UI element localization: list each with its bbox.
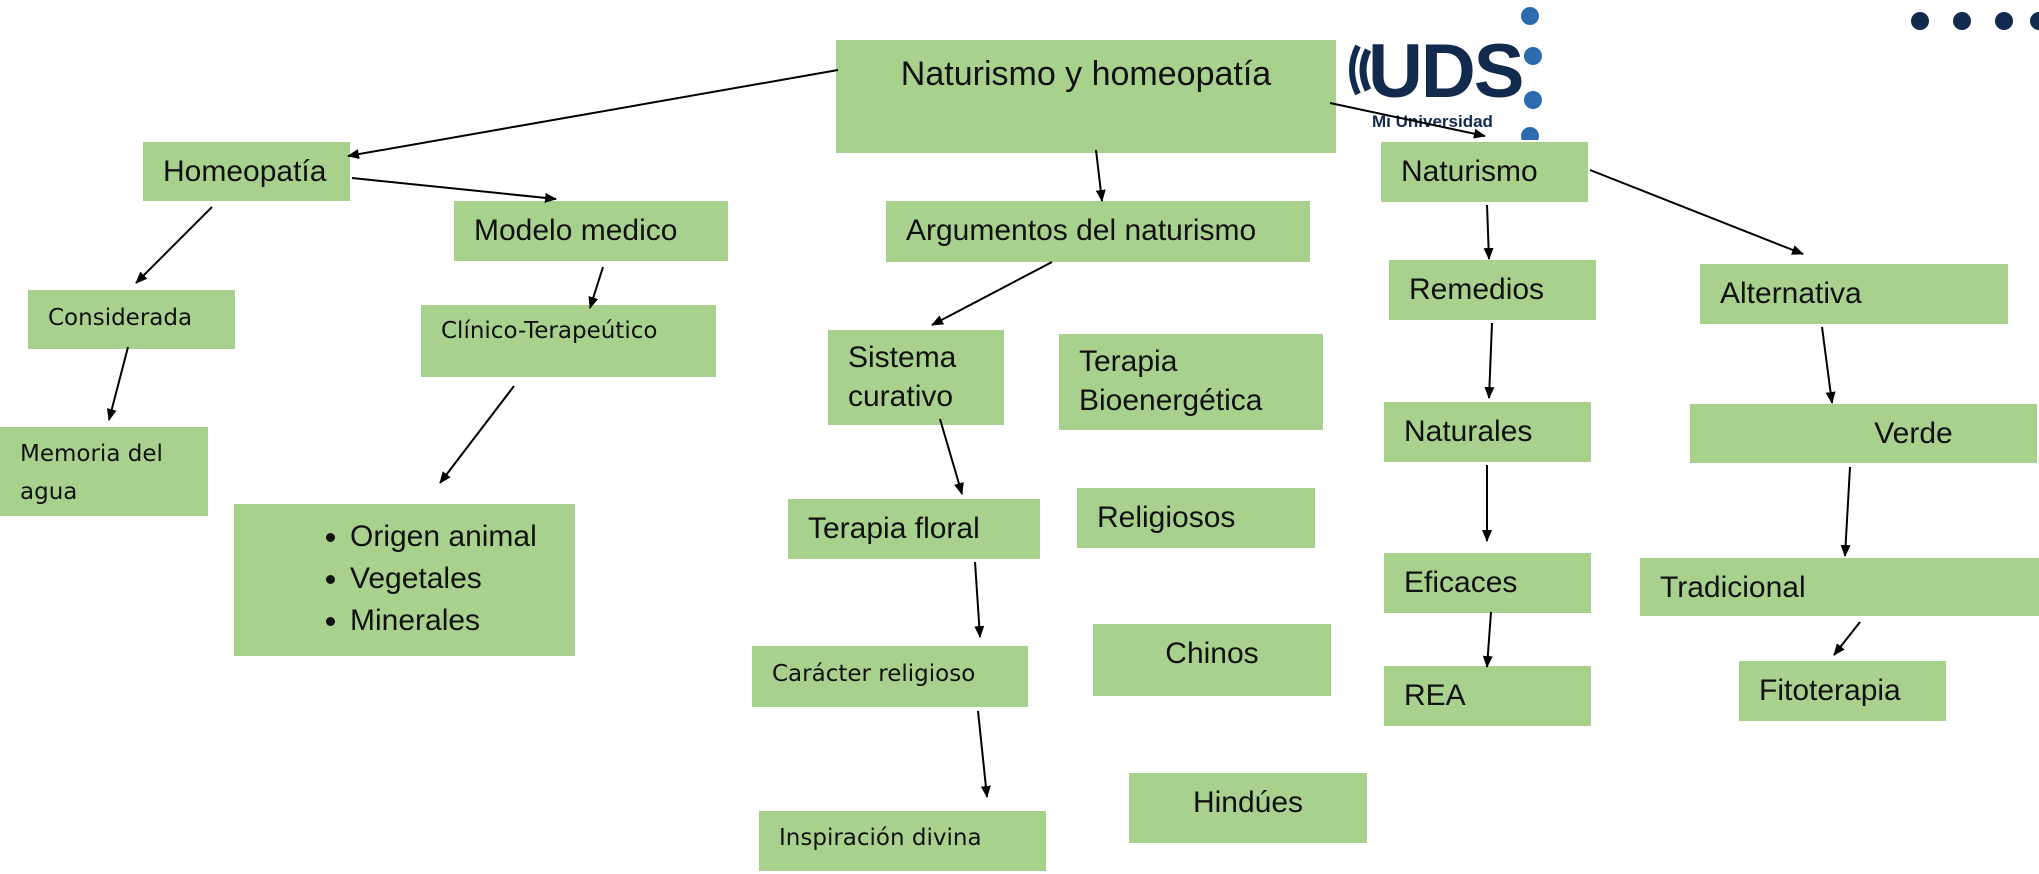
list-item: Origen animal xyxy=(350,516,575,558)
arrow-alternativa-verde xyxy=(1821,326,1836,404)
node-naturales: Naturales xyxy=(1384,402,1591,462)
arrow-root-homeopatia xyxy=(347,69,839,160)
node-argumentos-label: Argumentos del naturismo xyxy=(906,214,1257,247)
arrow-modelo-clinico xyxy=(588,266,604,309)
node-memoria-label: Memoria del agua xyxy=(20,441,163,505)
node-terapia-bio-label: Terapia Bioenergética xyxy=(1079,345,1263,417)
arrow-naturismo-remedios xyxy=(1483,204,1494,260)
origen-list: Origen animal Vegetales Minerales xyxy=(234,516,575,642)
node-origen: Origen animal Vegetales Minerales xyxy=(234,504,575,656)
node-modelo-medico: Modelo medico xyxy=(454,201,728,261)
node-hindues-label: Hindúes xyxy=(1192,786,1304,819)
list-item: Minerales xyxy=(350,600,575,642)
node-alternativa-label: Alternativa xyxy=(1720,277,1862,310)
node-religiosos: Religiosos xyxy=(1077,488,1315,548)
node-remedios-label: Remedios xyxy=(1409,273,1545,306)
node-fitoterapia: Fitoterapia xyxy=(1739,661,1946,721)
node-rea-label: REA xyxy=(1404,679,1466,712)
node-rea: REA xyxy=(1384,666,1591,726)
arrow-root-argumentos xyxy=(1095,149,1106,202)
node-naturismo: Naturismo xyxy=(1381,142,1588,202)
node-hindues: Hindúes xyxy=(1129,773,1367,843)
node-verde: Verde xyxy=(1690,404,2037,463)
node-terapia-floral: Terapia floral xyxy=(788,499,1040,559)
node-remedios: Remedios xyxy=(1389,260,1596,320)
node-terapia-floral-label: Terapia floral xyxy=(808,512,980,545)
node-eficaces: Eficaces xyxy=(1384,553,1591,613)
uds-logo-graphic xyxy=(1349,7,1542,140)
node-caracter: Carácter religioso xyxy=(752,646,1028,707)
arrow-naturismo-alternativa xyxy=(1589,169,1804,255)
node-considerada: Considerada xyxy=(28,290,235,349)
node-sistema-label: Sistema curativo xyxy=(848,341,957,413)
node-chinos: Chinos xyxy=(1093,624,1331,696)
node-naturales-label: Naturales xyxy=(1404,415,1533,448)
node-clinico: Clínico-Terapeútico xyxy=(421,305,716,377)
logo-subtitle: Mi Universidad xyxy=(1372,112,1493,131)
logo-brand: UDS xyxy=(1368,29,1524,114)
decorative-dots-icon xyxy=(1911,12,2039,30)
node-verde-label: Verde xyxy=(1874,417,1953,450)
node-eficaces-label: Eficaces xyxy=(1404,566,1518,599)
node-homeopatia: Homeopatía xyxy=(143,142,350,201)
arrow-homeopatia-considerada xyxy=(135,206,213,284)
arrow-homeopatia-modelo xyxy=(351,177,557,203)
node-inspiracion-label: Inspiración divina xyxy=(779,825,982,851)
arrow-sistema-floral xyxy=(939,418,964,495)
node-root: Naturismo y homeopatía xyxy=(836,40,1336,153)
node-terapia-bio: Terapia Bioenergética xyxy=(1059,334,1323,430)
node-sistema: Sistema curativo xyxy=(828,330,1004,425)
arrow-argumentos-sistema xyxy=(931,261,1053,326)
node-tradicional-label: Tradicional xyxy=(1660,571,1806,604)
arrow-eficaces-rea xyxy=(1482,611,1493,668)
arrow-considerada-memoria xyxy=(106,346,129,421)
node-considerada-label: Considerada xyxy=(48,305,193,331)
arrow-verde-tradicional xyxy=(1840,466,1851,557)
node-caracter-label: Carácter religioso xyxy=(772,661,976,687)
node-inspiracion: Inspiración divina xyxy=(759,811,1046,871)
arrow-caracter-inspiracion xyxy=(977,710,991,798)
arrow-floral-caracter xyxy=(974,561,985,638)
node-homeopatia-label: Homeopatía xyxy=(163,155,327,188)
arrow-tradicional-fitoterapia xyxy=(1833,621,1861,656)
node-religiosos-label: Religiosos xyxy=(1097,501,1236,534)
node-naturismo-label: Naturismo xyxy=(1401,155,1538,188)
node-tradicional: Tradicional xyxy=(1640,558,2039,616)
node-modelo-medico-label: Modelo medico xyxy=(474,214,678,247)
node-fitoterapia-label: Fitoterapia xyxy=(1759,674,1901,707)
node-alternativa: Alternativa xyxy=(1700,264,2008,324)
node-root-label: Naturismo y homeopatía xyxy=(900,55,1272,93)
list-item: Vegetales xyxy=(350,558,575,600)
node-argumentos: Argumentos del naturismo xyxy=(886,201,1310,262)
node-clinico-label: Clínico-Terapeútico xyxy=(441,318,658,344)
arrow-clinico-origen xyxy=(439,385,515,484)
arrow-remedios-naturales xyxy=(1484,322,1495,399)
arrow-root-naturismo xyxy=(1329,102,1486,139)
node-memoria: Memoria del agua xyxy=(0,427,208,516)
node-chinos-label: Chinos xyxy=(1165,637,1259,670)
